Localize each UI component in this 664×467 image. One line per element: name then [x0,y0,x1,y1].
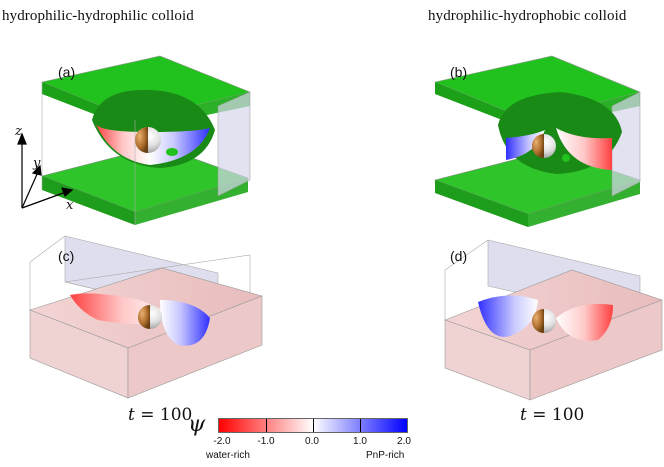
colorbar-tick-label: 1.0 [353,436,367,447]
time-label-left: t = 100 [128,405,193,425]
colorbar-tick-label: -1.0 [257,436,275,447]
colorbar-symbol: ψ [188,412,206,437]
axis-label-z: z [15,124,22,139]
colorbar-low-label: water-rich [206,450,250,461]
panel-label-d: (d) [450,248,468,264]
panel-label-b: (b) [450,64,468,80]
axis-label-y: y [33,156,41,171]
colorbar-high-label: PnP-rich [366,450,405,461]
colorbar-tick-label: -2.0 [213,436,231,447]
panel-c-graphic [29,235,263,399]
panel-d-graphic [444,239,663,401]
panel-b-graphic [433,55,641,227]
column-title-left: hydrophilic-hydrophilic colloid [2,8,194,24]
panel-label-a: (a) [58,64,76,80]
axis-triad [17,132,74,209]
time-label-right: t = 100 [520,405,585,425]
panel-label-c: (c) [58,248,75,264]
colorbar [218,418,408,433]
colorbar-tick [313,419,314,432]
colorbar-tick-label: 2.0 [397,436,411,447]
colorbar-tick [266,419,267,432]
axis-label-x: x [66,198,74,213]
panel-a-graphic [40,55,251,225]
colorbar-tick [360,419,361,432]
colorbar-tick-label: 0.0 [305,436,319,447]
column-title-right: hydrophilic-hydrophobic colloid [428,8,627,24]
